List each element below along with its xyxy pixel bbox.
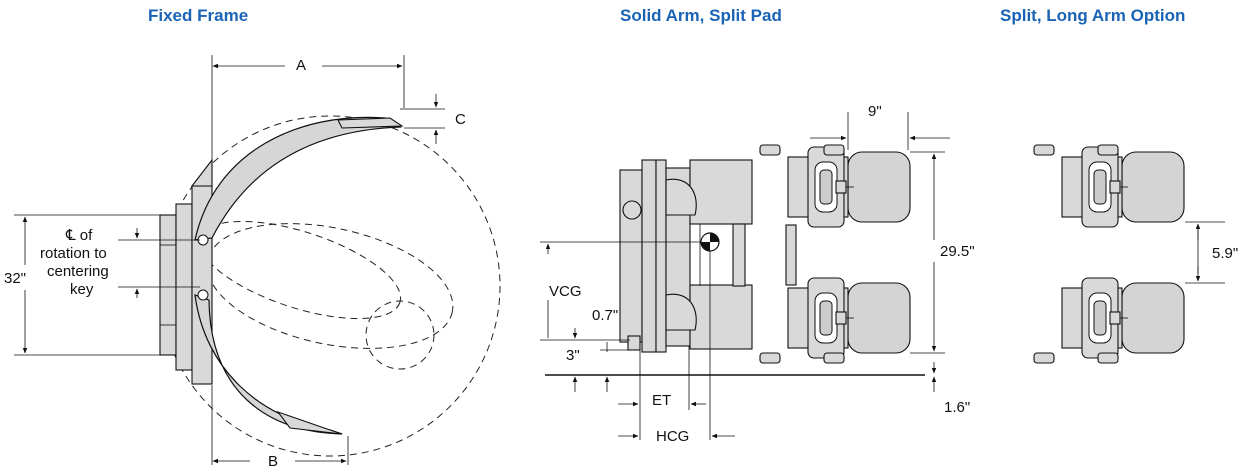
dim-1-6-label: 1.6" xyxy=(944,399,970,416)
title-fixed-frame: Fixed Frame xyxy=(148,6,249,25)
dim-b-label: B xyxy=(268,453,278,470)
fixed-frame-drawing xyxy=(14,55,501,465)
centerline-label-4: key xyxy=(70,281,94,298)
long-arm-drawing xyxy=(1003,144,1225,364)
dim-3-label: 3" xyxy=(566,347,580,364)
centerline-label-3: centering xyxy=(47,263,109,280)
centerline-label-2: rotation to xyxy=(40,245,107,262)
dim-32-label: 32" xyxy=(4,270,26,287)
dim-c-label: C xyxy=(455,111,466,128)
dim-a-label: A xyxy=(296,57,306,74)
hcg-label: HCG xyxy=(656,428,689,445)
vcg-label: VCG xyxy=(549,283,582,300)
dim-5-9-label: 5.9" xyxy=(1212,245,1238,262)
title-solid-arm-split-pad: Solid Arm, Split Pad xyxy=(620,6,782,25)
dim-9-label: 9" xyxy=(868,103,882,120)
dim-0-7-label: 0.7" xyxy=(592,307,618,324)
upper-clamp-arm xyxy=(194,116,403,241)
title-split-long-arm-option: Split, Long Arm Option xyxy=(1000,6,1186,25)
et-label: ET xyxy=(652,392,671,409)
solid-arm-drawing xyxy=(540,112,950,440)
centerline-label-1: ℄ of xyxy=(65,227,93,244)
dim-29-5-label: 29.5" xyxy=(940,243,975,260)
